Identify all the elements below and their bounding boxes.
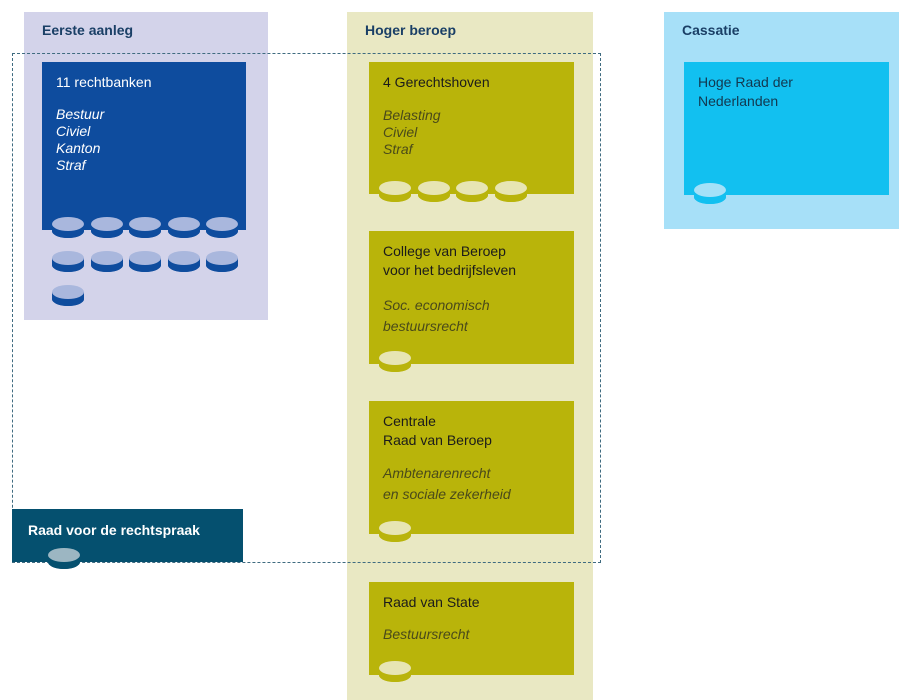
rechtbanken-box: 11 rechtbanken Bestuur Civiel Kanton Str… bbox=[42, 62, 246, 230]
gerechtshoven-box: 4 Gerechtshoven Belasting Civiel Straf bbox=[369, 62, 574, 194]
court-icon bbox=[455, 180, 489, 204]
sector-label: bestuursrecht bbox=[383, 318, 468, 334]
rechtbanken-sectors: Bestuur Civiel Kanton Straf bbox=[56, 106, 104, 174]
court-icon bbox=[51, 284, 85, 308]
court-icon bbox=[494, 180, 528, 204]
court-icon bbox=[693, 182, 727, 206]
hoge-raad-box: Hoge Raad der Nederlanden bbox=[684, 62, 889, 195]
court-icon bbox=[47, 547, 81, 571]
sector-label: Civiel bbox=[383, 124, 418, 140]
first-instance-heading: Eerste aanleg bbox=[42, 22, 134, 38]
court-icon bbox=[205, 250, 239, 274]
court-icon bbox=[51, 216, 85, 240]
title-line: 4 Gerechtshoven bbox=[383, 74, 490, 90]
appeal-heading: Hoger beroep bbox=[365, 22, 457, 38]
rechtspraak-scope-outline bbox=[12, 53, 601, 563]
court-icon bbox=[90, 250, 124, 274]
court-icon bbox=[417, 180, 451, 204]
title-line: Raad van Beroep bbox=[383, 432, 492, 448]
title-line: Centrale bbox=[383, 413, 436, 429]
court-icon bbox=[378, 350, 412, 374]
raad-voor-de-rechtspraak-title: Raad voor de rechtspraak bbox=[28, 522, 200, 538]
crvb-box: Centrale Raad van Beroep Ambtenarenrecht… bbox=[369, 401, 574, 534]
sector-label: Straf bbox=[383, 141, 413, 157]
cbb-sectors: Soc. economisch bestuursrecht bbox=[383, 295, 490, 337]
gerechtshoven-sectors: Belasting Civiel Straf bbox=[383, 107, 441, 158]
court-icon bbox=[167, 250, 201, 274]
sector-label: Belasting bbox=[383, 107, 441, 123]
court-icon bbox=[51, 250, 85, 274]
sector-label: Ambtenarenrecht bbox=[383, 465, 491, 481]
title-line: voor het bedrijfsleven bbox=[383, 262, 517, 278]
cbb-box: College van Beroep voor het bedrijfsleve… bbox=[369, 231, 574, 364]
title-line: Hoge Raad der bbox=[698, 74, 793, 90]
court-icon bbox=[205, 216, 239, 240]
court-icon bbox=[128, 250, 162, 274]
sector-label: Civiel bbox=[56, 123, 91, 139]
court-icon bbox=[378, 520, 412, 544]
sector-label: Soc. economisch bbox=[383, 297, 490, 313]
sector-label: Bestuursrecht bbox=[383, 626, 470, 642]
raad-van-state-sectors: Bestuursrecht bbox=[383, 626, 469, 643]
cassation-heading: Cassatie bbox=[682, 22, 740, 38]
hoge-raad-title: Hoge Raad der Nederlanden bbox=[698, 73, 793, 111]
crvb-title: Centrale Raad van Beroep bbox=[383, 412, 492, 450]
sector-label: en sociale zekerheid bbox=[383, 486, 511, 502]
title-line: Raad van State bbox=[383, 594, 480, 610]
raad-van-state-box: Raad van State Bestuursrecht bbox=[369, 582, 574, 675]
sector-label: Kanton bbox=[56, 140, 101, 156]
title-line: College van Beroep bbox=[383, 243, 506, 259]
court-icon bbox=[378, 660, 412, 684]
cbb-title: College van Beroep voor het bedrijfsleve… bbox=[383, 242, 516, 280]
raad-van-state-title: Raad van State bbox=[383, 593, 480, 612]
sector-label: Bestuur bbox=[56, 106, 105, 122]
court-icon bbox=[128, 216, 162, 240]
gerechtshoven-title: 4 Gerechtshoven bbox=[383, 73, 490, 92]
title-line: Nederlanden bbox=[698, 93, 779, 109]
sector-label: Straf bbox=[56, 157, 86, 173]
court-icon bbox=[378, 180, 412, 204]
rechtbanken-title: 11 rechtbanken bbox=[56, 74, 152, 90]
raad-voor-de-rechtspraak-box: Raad voor de rechtspraak bbox=[12, 509, 243, 562]
crvb-sectors: Ambtenarenrecht en sociale zekerheid bbox=[383, 463, 511, 505]
court-icon bbox=[167, 216, 201, 240]
court-icon bbox=[90, 216, 124, 240]
